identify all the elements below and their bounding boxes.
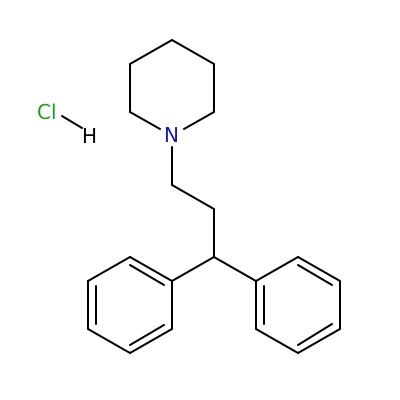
phenyl-ring-left [87, 256, 173, 354]
phenyl-ring-right [255, 256, 341, 354]
atom-label-h: H [82, 124, 97, 148]
ring-bond [129, 328, 173, 354]
chain-bond [213, 256, 257, 282]
ring-bond [255, 328, 299, 354]
atom-label-n: N [164, 123, 179, 147]
atom-label-cl: Cl [37, 100, 57, 124]
ring-bond [129, 256, 173, 282]
ring-bond [129, 39, 173, 65]
ring-bond [255, 256, 299, 282]
ring-bond [297, 256, 341, 282]
propyl-chain [171, 146, 257, 282]
cl-h-bond [61, 115, 83, 129]
piperidine-ring: N [129, 39, 215, 147]
aromatic-double-bond [129, 264, 165, 286]
aromatic-double-bond [297, 323, 333, 346]
ring-bond [129, 111, 161, 130]
ring-bond [87, 328, 131, 354]
aromatic-double-bond [129, 324, 165, 346]
chain-bond [171, 184, 215, 210]
ring-bond [171, 39, 215, 65]
aromatic-double-bond [297, 264, 333, 286]
ring-bond [297, 328, 341, 354]
chain-bond [171, 256, 215, 282]
hcl-fragment: Cl H [37, 100, 97, 148]
ring-bond [183, 111, 215, 130]
ring-bond [87, 256, 131, 282]
